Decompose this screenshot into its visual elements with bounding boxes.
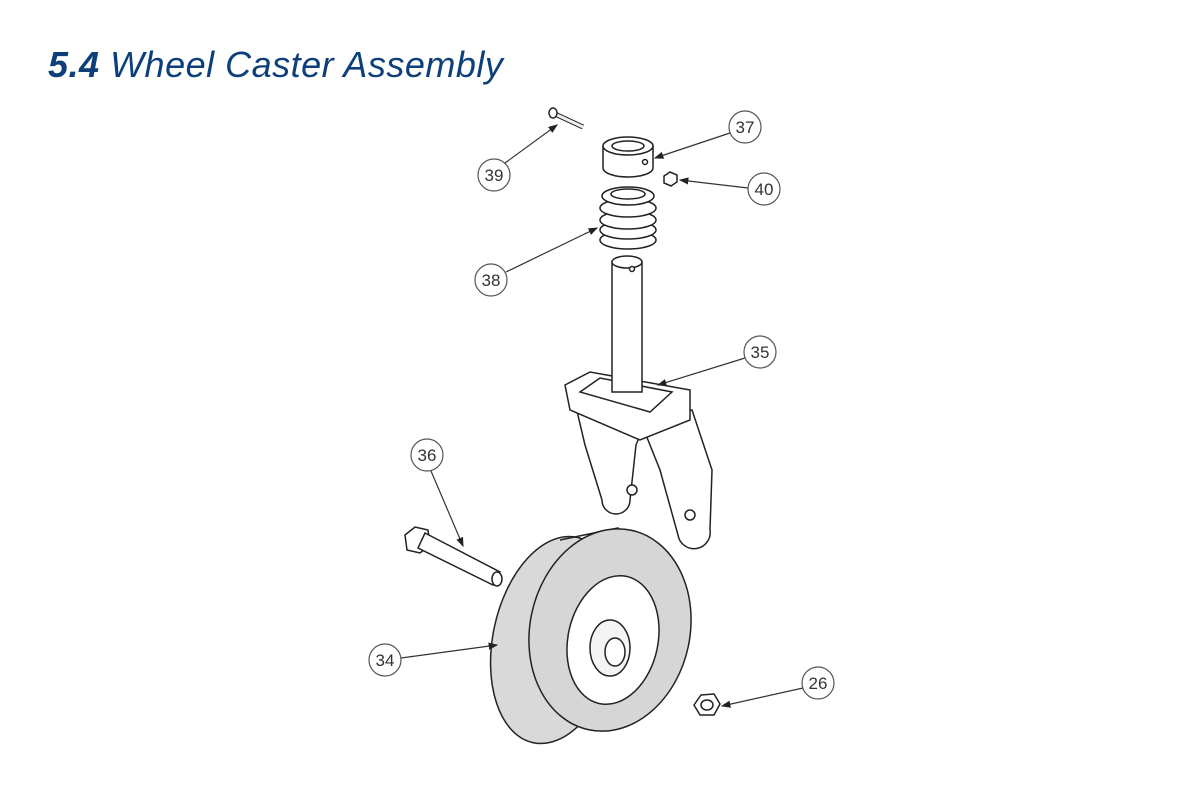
leader-34 <box>400 642 499 659</box>
callout-35: 35 <box>743 335 777 369</box>
leader-35 <box>656 357 746 386</box>
callout-38: 38 <box>474 263 508 297</box>
callout-34: 34 <box>368 643 402 677</box>
section-title: Wheel Caster Assembly <box>110 44 504 85</box>
part-35-fork <box>564 255 713 550</box>
leader-36 <box>430 470 464 548</box>
leader-40 <box>678 177 749 189</box>
leader-39 <box>504 124 558 164</box>
part-38-spring <box>599 186 657 250</box>
callout-40: 40 <box>747 172 781 206</box>
svg-text:26: 26 <box>809 674 828 693</box>
svg-text:38: 38 <box>482 271 501 290</box>
leader-26 <box>720 687 804 708</box>
callout-37: 37 <box>728 110 762 144</box>
callout-39: 39 <box>477 158 511 192</box>
part-39-pin <box>548 107 585 130</box>
part-37-collar <box>602 136 654 178</box>
page-title: 5.4 Wheel Caster Assembly <box>48 44 503 86</box>
svg-text:39: 39 <box>485 166 504 185</box>
leader-37 <box>653 132 731 159</box>
callout-36: 36 <box>410 438 444 472</box>
part-34-wheel <box>489 527 692 745</box>
leader-38 <box>505 227 599 273</box>
section-number: 5.4 <box>48 44 100 85</box>
callout-26: 26 <box>801 666 835 700</box>
svg-text:36: 36 <box>418 446 437 465</box>
part-36-bolt <box>404 526 503 587</box>
svg-text:37: 37 <box>736 118 755 137</box>
svg-text:35: 35 <box>751 343 770 362</box>
svg-text:34: 34 <box>376 651 395 670</box>
svg-text:40: 40 <box>755 180 774 199</box>
part-26-nut <box>693 693 721 716</box>
part-40-nut <box>663 171 678 187</box>
